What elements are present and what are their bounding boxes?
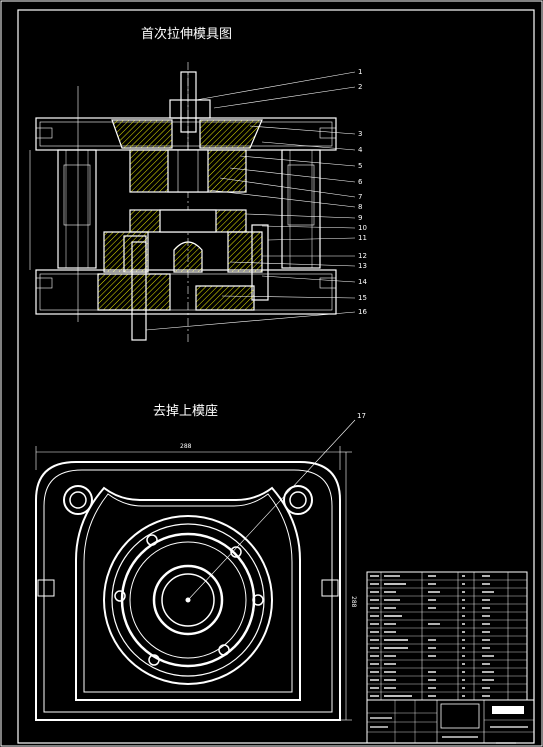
part-label-12: 12: [358, 252, 367, 260]
guide-hole-left: [63, 485, 93, 515]
section-view-title: 首次拉伸模具图: [141, 27, 233, 42]
lower-die-hatch: [103, 231, 149, 273]
part-label-6: 6: [358, 178, 363, 186]
plan-view-title: 去掉上模座: [153, 404, 219, 419]
part-label-7: 7: [358, 193, 362, 201]
guide-pillar-right: [281, 149, 321, 269]
part-label-16: 16: [358, 308, 367, 316]
lower-base-plate: [35, 269, 337, 315]
ejector-rod: [131, 241, 147, 341]
part-label-13: 13: [358, 262, 367, 270]
plan-outer-outline: [35, 461, 341, 721]
part-label-1: 1: [358, 68, 362, 76]
bolt-hole: [148, 654, 160, 666]
parts-list-table: [366, 571, 528, 701]
guide-pillar-left: [57, 149, 97, 269]
part-label-10: 10: [358, 224, 367, 232]
part-label-14: 14: [358, 278, 367, 286]
bolt-hole: [218, 644, 230, 656]
bolt-hole: [230, 546, 242, 558]
die-outer-ring: [103, 515, 273, 685]
inner-border: [17, 9, 535, 744]
title-block: [366, 699, 535, 744]
part-label-15: 15: [358, 294, 367, 302]
part-label-5: 5: [358, 162, 362, 170]
part-label-8: 8: [358, 203, 362, 211]
die-inner-ring: [152, 564, 224, 636]
section-view: [29, 62, 356, 345]
bolt-hole: [252, 594, 264, 606]
height-dimension: 288: [350, 596, 357, 608]
part-label-4: 4: [358, 146, 363, 154]
guide-hole-right: [283, 485, 313, 515]
base-hatch: [97, 273, 171, 311]
punch-rod: [180, 71, 197, 133]
upper-die-plate: [35, 117, 337, 151]
part-label-11: 11: [358, 234, 367, 242]
part-label-2: 2: [358, 83, 362, 91]
width-dimension: 288: [180, 443, 192, 450]
bolt-hole: [146, 534, 158, 546]
part-label-17: 17: [357, 412, 366, 420]
upper-clamp-hatch: [111, 119, 173, 149]
part-label-3: 3: [358, 130, 362, 138]
center-punch: [173, 241, 203, 273]
part-label-9: 9: [358, 214, 362, 222]
bolt-hole: [114, 590, 126, 602]
plan-inner-pocket: [75, 486, 301, 701]
plan-view: [35, 419, 356, 721]
